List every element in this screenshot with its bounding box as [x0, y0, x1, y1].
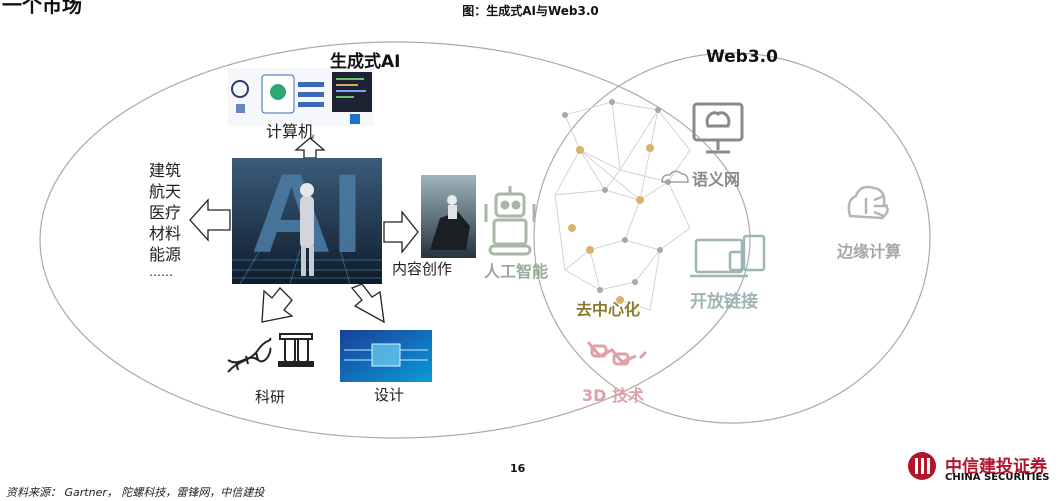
brain-monitor-icon	[692, 102, 744, 154]
arrow-down-right-to-design	[350, 283, 385, 324]
3d-tech-label: 3D 技术	[582, 386, 644, 405]
semantic-web-label: 语义网	[692, 170, 741, 189]
industry-item: 材料	[149, 224, 182, 243]
industry-item: 航天	[149, 182, 182, 201]
dna-icon	[227, 337, 272, 373]
arrow-left-to-industries	[189, 198, 231, 242]
network-nodes	[568, 144, 654, 304]
edge-computing-icon	[847, 185, 889, 220]
industry-item: 建筑	[149, 161, 182, 180]
arrow-right-to-content	[383, 210, 419, 254]
logo-mark	[908, 452, 936, 480]
research-label: 科研	[255, 388, 286, 406]
network-mesh	[554, 101, 691, 311]
industries-list: 建筑 航天 医疗 材料 能源 ……	[149, 160, 181, 279]
computer-label: 计算机	[266, 122, 315, 141]
computer-image	[228, 68, 374, 126]
ai-core-image: AI	[232, 151, 382, 285]
devices-icon	[690, 234, 766, 278]
source-note: 资料来源： Gartner， 陀螺科技，雷锋网，中信建投	[6, 486, 265, 499]
page-number: 16	[510, 462, 526, 475]
3d-glasses-icon	[586, 341, 648, 366]
content-creation-label: 内容创作	[392, 260, 453, 278]
design-label: 设计	[374, 386, 405, 404]
industry-item: 能源	[149, 245, 182, 264]
ai-circle-label: 生成式AI	[330, 52, 401, 72]
web3-ellipse	[533, 52, 931, 424]
arrow-down-left-to-research	[261, 287, 294, 323]
industry-item: 医疗	[149, 203, 182, 222]
decentralization-label: 去中心化	[576, 300, 641, 319]
edge-computing-label: 边缘计算	[837, 242, 902, 261]
logo-text-en: CHINA SECURITIES	[945, 472, 1050, 483]
robot-icon	[484, 186, 536, 256]
web3-circle-label: Web3.0	[706, 47, 778, 67]
open-link-label: 开放链接	[690, 292, 758, 312]
test-tube-icon	[278, 333, 314, 367]
arrow-up-to-computer	[294, 137, 326, 159]
figure-title: 图：生成式AI与Web3.0	[462, 4, 599, 18]
industry-item: ……	[149, 265, 173, 279]
ai-ellipse	[39, 41, 751, 439]
cloud-icon	[661, 170, 689, 183]
artificial-intelligence-label: 人工智能	[484, 262, 549, 281]
content-creation-image	[421, 175, 476, 258]
logo-text-cn: 中信建投证券	[945, 457, 1047, 477]
cut-off-heading: 一个市场	[2, 0, 82, 17]
design-image	[340, 330, 432, 382]
